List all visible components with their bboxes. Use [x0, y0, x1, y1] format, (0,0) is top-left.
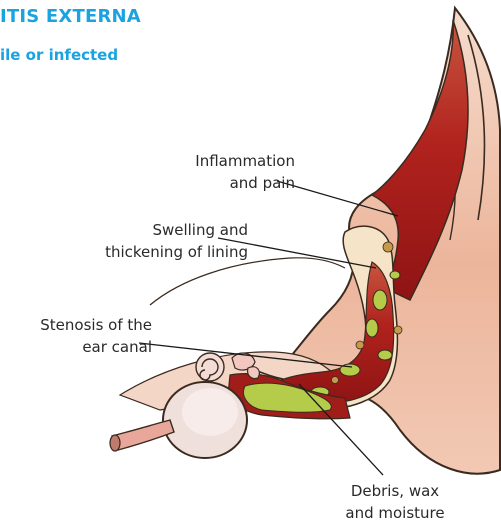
eustachian-tube — [112, 420, 174, 450]
cochlea — [196, 353, 224, 381]
label-stenosis: Stenosis of the ear canal — [0, 314, 152, 358]
label-debris: Debris, wax and moisture — [330, 480, 460, 524]
head-outline — [150, 258, 345, 305]
label-swelling: Swelling and thickening of lining — [48, 219, 248, 263]
label-inflammation: Inflammation and pain — [150, 150, 295, 194]
